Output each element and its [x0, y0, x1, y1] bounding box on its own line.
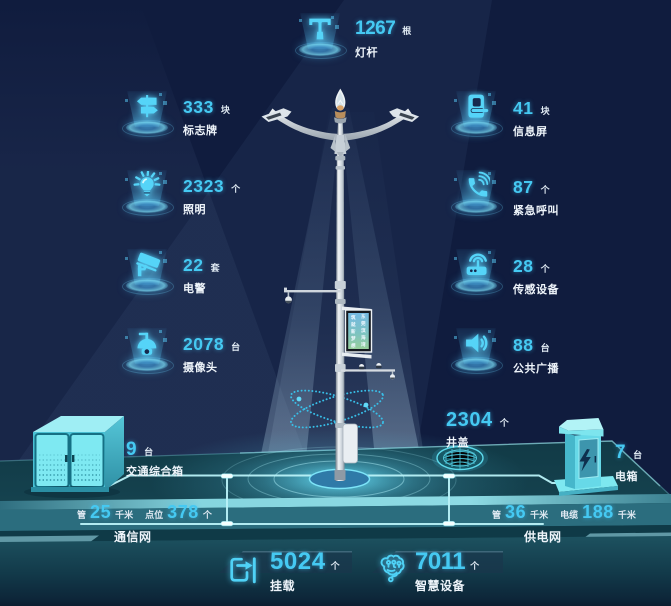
svg-text:想: 想 [351, 342, 356, 349]
svg-text:梦: 梦 [351, 335, 356, 342]
svg-text:新: 新 [351, 328, 356, 335]
svg-text:海: 海 [361, 334, 366, 341]
svg-text:滨: 滨 [361, 327, 366, 334]
svg-text:东: 东 [361, 313, 366, 320]
svg-text:就: 就 [351, 321, 356, 328]
svg-text:莞: 莞 [361, 320, 366, 327]
svg-text:筑: 筑 [350, 314, 356, 321]
svg-text:湾: 湾 [361, 341, 366, 348]
